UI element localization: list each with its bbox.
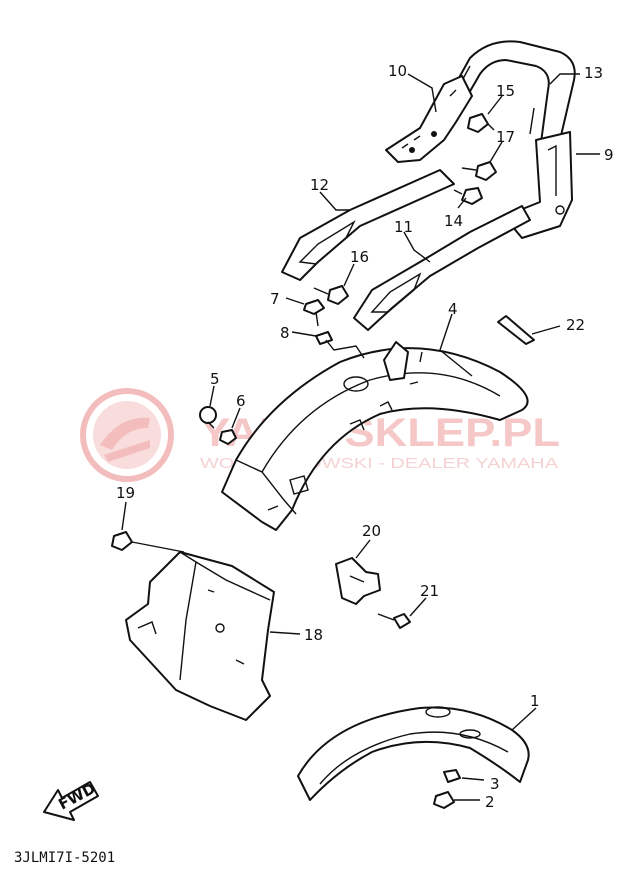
part-3-grommet bbox=[443, 769, 461, 783]
part-9-bracket bbox=[511, 131, 573, 239]
callout-20: 20 bbox=[362, 522, 381, 540]
callout-9: 9 bbox=[604, 146, 614, 164]
bolt-7 bbox=[303, 299, 325, 327]
bolt-21 bbox=[377, 613, 411, 629]
callout-13: 13 bbox=[584, 64, 603, 82]
callout-7: 7 bbox=[270, 290, 280, 308]
callout-2: 2 bbox=[485, 793, 495, 811]
bolt-19 bbox=[111, 531, 185, 553]
bolt-17 bbox=[461, 161, 497, 181]
callout-6: 6 bbox=[236, 392, 246, 410]
callout-10: 10 bbox=[388, 62, 407, 80]
clip-8 bbox=[315, 331, 333, 345]
callout-16: 16 bbox=[350, 248, 369, 266]
callout-11: 11 bbox=[394, 218, 413, 236]
part-2-screw bbox=[433, 791, 455, 809]
callout-3: 3 bbox=[490, 775, 500, 793]
callout-19: 19 bbox=[116, 484, 135, 502]
leader-lines bbox=[121, 73, 600, 801]
callout-22: 22 bbox=[566, 316, 585, 334]
part-4-rear-fender bbox=[221, 341, 529, 531]
callout-12: 12 bbox=[310, 176, 329, 194]
callout-14: 14 bbox=[444, 212, 463, 230]
callout-18: 18 bbox=[304, 626, 323, 644]
callout-labels: 1 2 3 4 5 6 7 8 9 10 11 12 13 14 15 16 1… bbox=[116, 62, 614, 811]
callout-21: 21 bbox=[420, 582, 439, 600]
bolt-14 bbox=[453, 187, 483, 205]
callout-1: 1 bbox=[530, 692, 540, 710]
part-code-label: 3JLMI7I-5201 bbox=[14, 850, 115, 866]
callout-17: 17 bbox=[496, 128, 515, 146]
bolt-15 bbox=[467, 113, 495, 133]
callout-4: 4 bbox=[448, 300, 458, 318]
part-11-rail bbox=[353, 205, 531, 331]
part-18-inner-fender bbox=[125, 551, 275, 721]
callout-5: 5 bbox=[210, 370, 220, 388]
part-12-rail bbox=[281, 169, 455, 281]
bolt-16 bbox=[313, 285, 349, 305]
callout-15: 15 bbox=[496, 82, 515, 100]
part-20-bracket bbox=[335, 557, 381, 605]
part-6-nut bbox=[219, 429, 237, 445]
callout-8: 8 bbox=[280, 324, 290, 342]
yamaha-logo-icon bbox=[80, 388, 174, 482]
part-10-bracket bbox=[385, 75, 473, 163]
part-1-front-fender bbox=[297, 706, 530, 801]
part-22-emblem bbox=[497, 315, 535, 345]
part-5-reflector bbox=[199, 406, 217, 429]
fwd-arrow-icon: FWD bbox=[43, 779, 99, 821]
